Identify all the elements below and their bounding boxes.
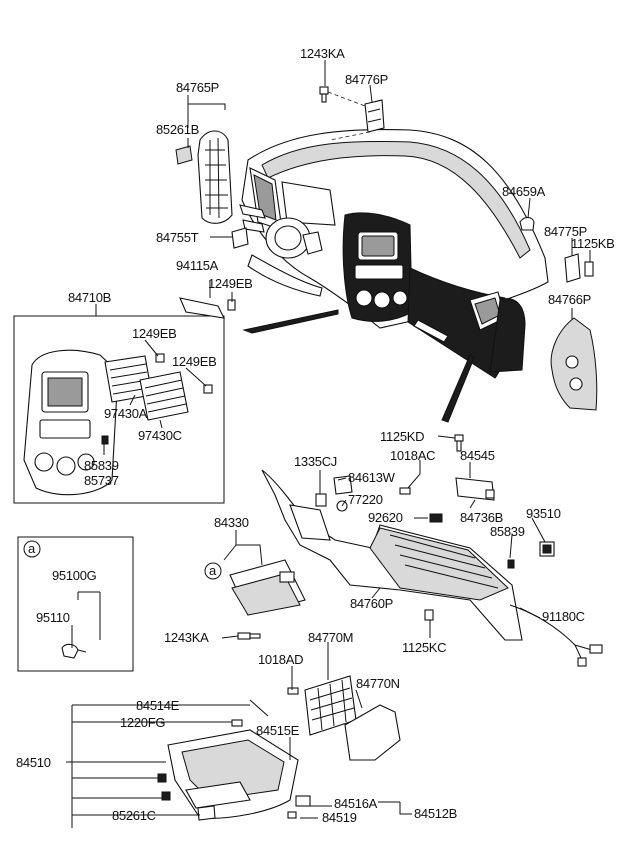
label-1249eb-c: 1249EB: [172, 354, 216, 369]
label-1125kd: 1125KD: [380, 429, 424, 444]
clip-85839-a: [101, 435, 109, 445]
label-84516a: 84516A: [334, 796, 378, 811]
clip-92620: [429, 513, 443, 523]
label-84765p: 84765P: [176, 80, 219, 95]
label-1243ka-top: 1243KA: [300, 46, 345, 61]
label-84545: 84545: [460, 448, 495, 463]
bolt-1018ac: [399, 487, 411, 495]
wiring-91180c: [509, 604, 603, 667]
latch-84516a: [295, 795, 311, 807]
cover-94115a: [179, 297, 225, 319]
label-84519: 84519: [322, 810, 357, 825]
label-85261c: 85261C: [112, 808, 156, 823]
label-84755t: 84755T: [156, 230, 199, 245]
label-84510: 84510: [16, 755, 51, 770]
label-84775p: 84775P: [544, 224, 587, 239]
label-1125kc: 1125KC: [402, 640, 446, 655]
label-84770m: 84770M: [308, 630, 353, 645]
screw-1220fg: [231, 719, 243, 727]
label-85261b: 85261B: [156, 122, 199, 137]
clips-84515e: [157, 773, 171, 801]
bolt-1018ad: [287, 687, 299, 695]
bolt-1243ka-top: [319, 86, 329, 103]
switch-93510: [539, 541, 555, 557]
inset-frame-a: [17, 536, 134, 672]
clip-84519: [287, 811, 297, 819]
bracket-84776p: [364, 99, 385, 133]
label-84512b: 84512B: [414, 806, 457, 821]
label-84766p: 84766P: [548, 292, 591, 307]
label-84515e: 84515E: [256, 723, 300, 738]
lower-panel-84760p: [261, 469, 523, 641]
label-84776p: 84776P: [345, 72, 388, 87]
pad-85261c: [197, 805, 216, 821]
label-84760p: 84760P: [350, 596, 393, 611]
label-85839-b: 85839: [490, 524, 525, 539]
label-84514e: 84514E: [136, 698, 180, 713]
bolt-1125kc: [424, 609, 434, 621]
leader-wedge-left: [242, 309, 339, 334]
label-1125kb: 1125KB: [571, 236, 615, 251]
center-fascia-84710b: [23, 349, 119, 496]
label-84659a: 84659A: [502, 184, 546, 199]
leader-wedge-right: [441, 354, 475, 423]
label-callout-a-box: a: [28, 541, 36, 556]
vent-97430c: [139, 371, 189, 421]
end-cover-84766p: [550, 317, 598, 411]
screw-1249eb-b: [155, 353, 165, 363]
label-1243ka-bot: 1243KA: [164, 630, 209, 645]
clip-84659a: [519, 216, 535, 231]
label-1249eb-b: 1249EB: [132, 326, 176, 341]
clip-85839-b: [507, 559, 515, 569]
label-85737: 85737: [84, 473, 119, 488]
label-92620: 92620: [368, 510, 403, 525]
label-1249eb-a: 1249EB: [208, 276, 252, 291]
bracket-84770n: [344, 704, 401, 761]
label-93510: 93510: [526, 506, 561, 521]
label-97430a: 97430A: [104, 406, 148, 421]
label-callout-a-main: a: [209, 563, 217, 578]
label-1018ac: 1018AC: [390, 448, 435, 463]
glovebox-84510: [167, 729, 299, 819]
label-84736b: 84736B: [460, 510, 503, 525]
clip-1335cj: [315, 493, 327, 507]
inset-frame-84710b: [13, 315, 225, 504]
dashboard-main-panel: [239, 129, 549, 379]
label-97430c: 97430C: [138, 428, 182, 443]
bracket-84545: [455, 477, 495, 501]
label-91180c: 91180C: [542, 609, 585, 624]
bracket-84775p: [564, 253, 594, 283]
label-77220: 77220: [348, 492, 383, 507]
label-1335cj: 1335CJ: [294, 454, 337, 469]
leader-lines: [66, 60, 591, 828]
label-1220fg: 1220FG: [120, 715, 165, 730]
cover-84755t: [231, 227, 249, 249]
label-84770n: 84770N: [356, 676, 400, 691]
screw-1249eb-c: [203, 384, 213, 394]
label-84613w: 84613W: [348, 470, 396, 485]
label-94115a: 94115A: [176, 258, 219, 273]
label-95110: 95110: [36, 610, 70, 625]
pad-85261b: [175, 145, 193, 165]
label-84710b: 84710B: [68, 290, 111, 305]
label-95100g: 95100G: [52, 568, 97, 583]
label-85839-a: 85839: [84, 458, 119, 473]
label-84330: 84330: [214, 515, 249, 530]
side-cover-84765p: [197, 130, 233, 224]
bolt-1243ka-bot: [237, 632, 261, 640]
sensor-95110: [61, 643, 87, 659]
clip-84514e: [249, 699, 269, 717]
label-1018ad: 1018AD: [258, 652, 303, 667]
callout-circle-a-box: [23, 540, 41, 558]
module-84330: [229, 559, 306, 616]
duct-84613w: [333, 475, 353, 495]
callout-circle-a-main: [204, 562, 222, 580]
